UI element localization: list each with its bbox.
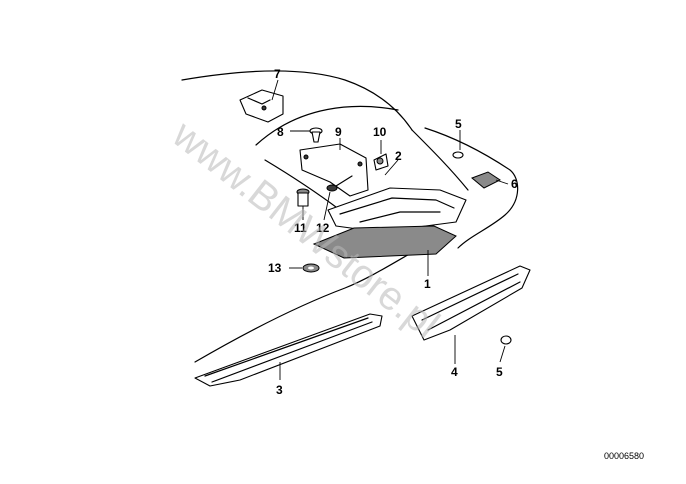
callout-4: 4 bbox=[451, 365, 458, 379]
callout-8: 8 bbox=[277, 125, 284, 139]
part-5-rivet-lower bbox=[500, 335, 512, 345]
callout-12: 12 bbox=[316, 221, 330, 235]
part-11-bolt bbox=[296, 188, 310, 207]
callout-10: 10 bbox=[373, 125, 387, 139]
part-13-grommet bbox=[302, 263, 320, 273]
part-3-sill bbox=[194, 313, 383, 387]
callout-3: 3 bbox=[276, 383, 283, 397]
callout-1: 1 bbox=[424, 277, 431, 291]
part-5-cap-upper bbox=[452, 151, 464, 159]
callout-5-lower: 5 bbox=[496, 365, 503, 379]
part-6-clip bbox=[471, 171, 501, 189]
callout-9: 9 bbox=[335, 125, 342, 139]
part-7-bracket bbox=[239, 89, 284, 123]
part-2-tray bbox=[327, 187, 467, 233]
callout-13: 13 bbox=[268, 261, 282, 275]
callouts: 7 8 9 10 2 5 6 11 12 13 1 3 4 5 bbox=[268, 67, 518, 397]
callout-5-upper: 5 bbox=[455, 117, 462, 131]
part-1-panel bbox=[312, 225, 457, 259]
callout-2: 2 bbox=[395, 149, 402, 163]
part-12-screw bbox=[326, 175, 353, 192]
part-8-clip bbox=[309, 127, 323, 143]
part-4-trim bbox=[411, 265, 531, 341]
part-10-clip bbox=[373, 153, 389, 171]
callout-7: 7 bbox=[274, 67, 281, 81]
part-9-plate bbox=[299, 143, 369, 197]
callout-11: 11 bbox=[294, 221, 307, 235]
callout-6: 6 bbox=[511, 177, 518, 191]
catalog-number: 00006580 bbox=[604, 451, 644, 461]
leader-lines bbox=[271, 79, 509, 380]
